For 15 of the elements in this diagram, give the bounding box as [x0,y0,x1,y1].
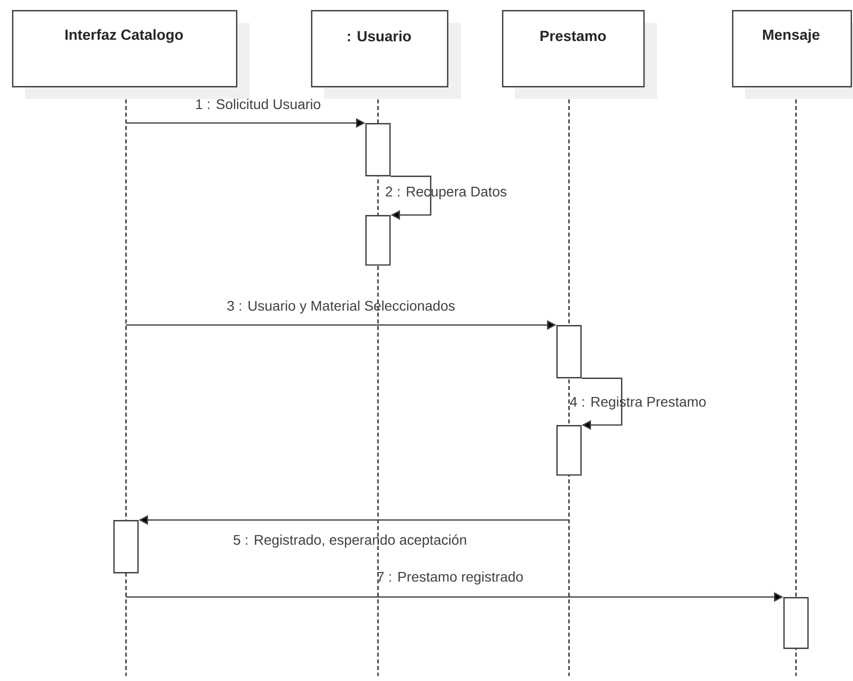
message-arrow [390,176,432,220]
activation-bar [365,215,391,266]
message-label: 3 : Usuario y Material Seleccionados [227,300,455,314]
activation-bar [365,123,391,176]
message-label: 1 : Solicitud Usuario [196,98,320,110]
activation-bar [556,425,582,476]
activation-bar [556,325,582,378]
message-label: 7 : Prestamo registrado [377,571,523,585]
message-label: 5 : Registrado, esperando aceptación [234,534,466,548]
lifeline-header: : Usuario [311,10,448,88]
lifeline-header: Interfaz Catalogo [12,10,238,88]
lifeline-header: Prestamo [502,10,645,88]
lifeline-header: Mensaje [732,10,852,88]
activation-bar [113,520,139,574]
activation-bar [783,597,809,649]
